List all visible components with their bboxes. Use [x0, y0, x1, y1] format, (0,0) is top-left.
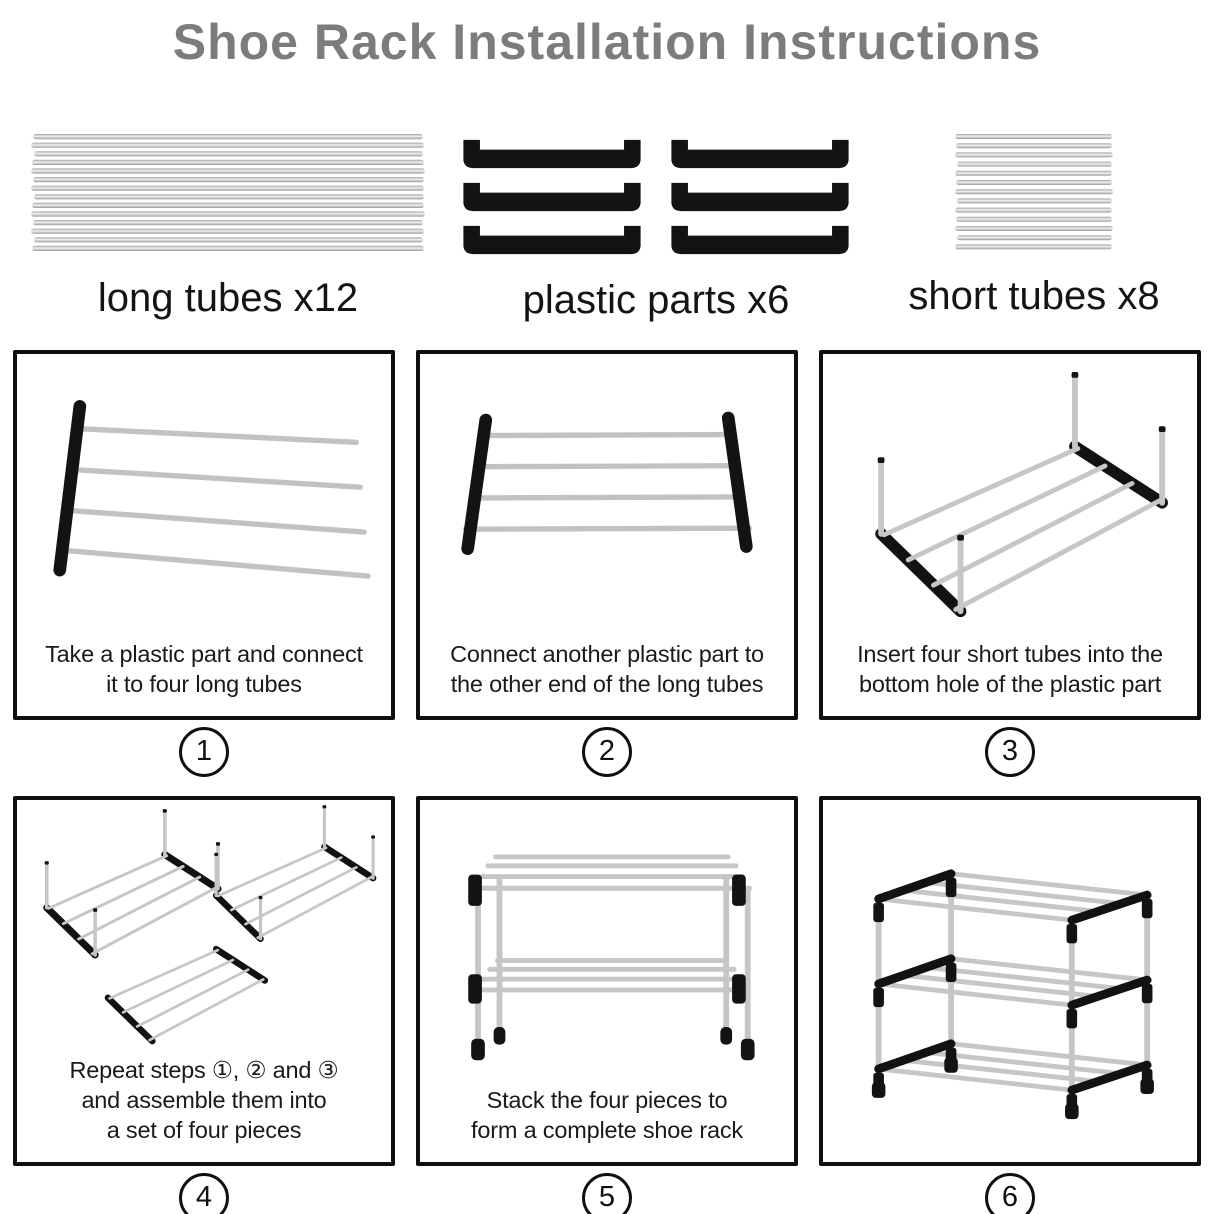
- long-tubes-illustration: [31, 133, 425, 251]
- short-tubes-illustration: [955, 133, 1113, 249]
- step-4: Repeat steps ①, ② and ③ and assemble the…: [13, 795, 395, 1214]
- step-4-box: Repeat steps ①, ② and ③ and assemble the…: [13, 795, 395, 1166]
- step-3-number-badge: 3: [985, 726, 1035, 777]
- step-3-caption: Insert four short tubes into the bottom …: [857, 639, 1163, 699]
- step-6-number-badge: 6: [985, 1172, 1035, 1214]
- step1-plastic-part-four-tubes-illustration: [53, 400, 371, 580]
- step-4-caption-line: Repeat steps ①, ② and ③: [69, 1057, 339, 1084]
- step5-two-tier-rack-illustration: [468, 854, 755, 1061]
- step-2: Connect another plastic part to the othe…: [416, 349, 798, 796]
- step2-shelf-both-ends-illustration: [461, 412, 753, 556]
- step-2-number: 2: [598, 735, 616, 767]
- step-6-art: [823, 800, 1197, 1162]
- step-2-caption: Connect another plastic part to the othe…: [450, 639, 764, 699]
- step-5-caption-line: Stack the four pieces to: [486, 1087, 728, 1114]
- step-5-number-badge: 5: [582, 1172, 632, 1214]
- step-4-number-badge: 4: [179, 1172, 229, 1214]
- plastic-parts-illustration: [463, 139, 849, 254]
- step-3: Insert four short tubes into the bottom …: [819, 349, 1201, 796]
- step-1: Take a plastic part and connect it to fo…: [13, 349, 395, 796]
- step-5-caption-line: form a complete shoe rack: [471, 1117, 743, 1144]
- step-1-box: Take a plastic part and connect it to fo…: [13, 349, 395, 720]
- step-4-caption-line: and assemble them into: [81, 1087, 327, 1114]
- plastic-parts-label: plastic parts x6: [522, 277, 790, 322]
- step-5-caption: Stack the four pieces to form a complete…: [471, 1085, 743, 1145]
- step-2-caption-line: Connect another plastic part to: [450, 641, 764, 668]
- step-3-art: [823, 354, 1197, 640]
- step-1-caption-line: it to four long tubes: [106, 671, 302, 698]
- step-6-number: 6: [1001, 1181, 1019, 1213]
- page-title: Shoe Rack Installation Instructions: [172, 14, 1042, 70]
- step-5: Stack the four pieces to form a complete…: [416, 795, 798, 1214]
- step3-shelf-with-short-tubes-illustration: [845, 370, 1175, 622]
- step4-three-pieces-illustration: [42, 804, 377, 1050]
- step-6-box: [819, 795, 1201, 1166]
- step-4-caption-line: a set of four pieces: [106, 1117, 302, 1144]
- step-5-box: Stack the four pieces to form a complete…: [416, 795, 798, 1166]
- step-4-caption: Repeat steps ①, ② and ③ and assemble the…: [70, 1055, 339, 1145]
- part-short-tubes: short tubes x8: [884, 132, 1184, 316]
- step-1-caption: Take a plastic part and connect it to fo…: [45, 639, 363, 699]
- step-2-art: [420, 354, 794, 640]
- step-2-caption-line: the other end of the long tubes: [450, 671, 764, 698]
- step-4-number: 4: [195, 1181, 213, 1213]
- step6-complete-rack-illustration: [871, 868, 1154, 1119]
- step-5-art: [420, 800, 794, 1086]
- step-1-art: [17, 354, 391, 640]
- step-1-caption-line: Take a plastic part and connect: [45, 641, 363, 668]
- step-1-number: 1: [195, 735, 213, 767]
- step-2-number-badge: 2: [582, 726, 632, 777]
- step-3-caption-line: Insert four short tubes into the: [857, 641, 1163, 668]
- parts-row: long tubes x12 plastic parts x6: [0, 132, 1214, 320]
- step-5-number: 5: [598, 1181, 616, 1213]
- step-1-number-badge: 1: [179, 726, 229, 777]
- short-tubes-label: short tubes x8: [908, 273, 1160, 318]
- step-3-box: Insert four short tubes into the bottom …: [819, 349, 1201, 720]
- long-tubes-label: long tubes x12: [97, 275, 359, 320]
- part-plastic-parts: plastic parts x6: [450, 132, 862, 320]
- part-long-tubes: long tubes x12: [28, 132, 428, 318]
- step-4-art: [17, 800, 391, 1056]
- step-2-box: Connect another plastic part to the othe…: [416, 349, 798, 720]
- step-6: 6: [819, 795, 1201, 1214]
- step-3-number: 3: [1001, 735, 1019, 767]
- step-3-caption-line: bottom hole of the plastic part: [858, 671, 1162, 698]
- steps-grid: Take a plastic part and connect it to fo…: [0, 349, 1214, 1214]
